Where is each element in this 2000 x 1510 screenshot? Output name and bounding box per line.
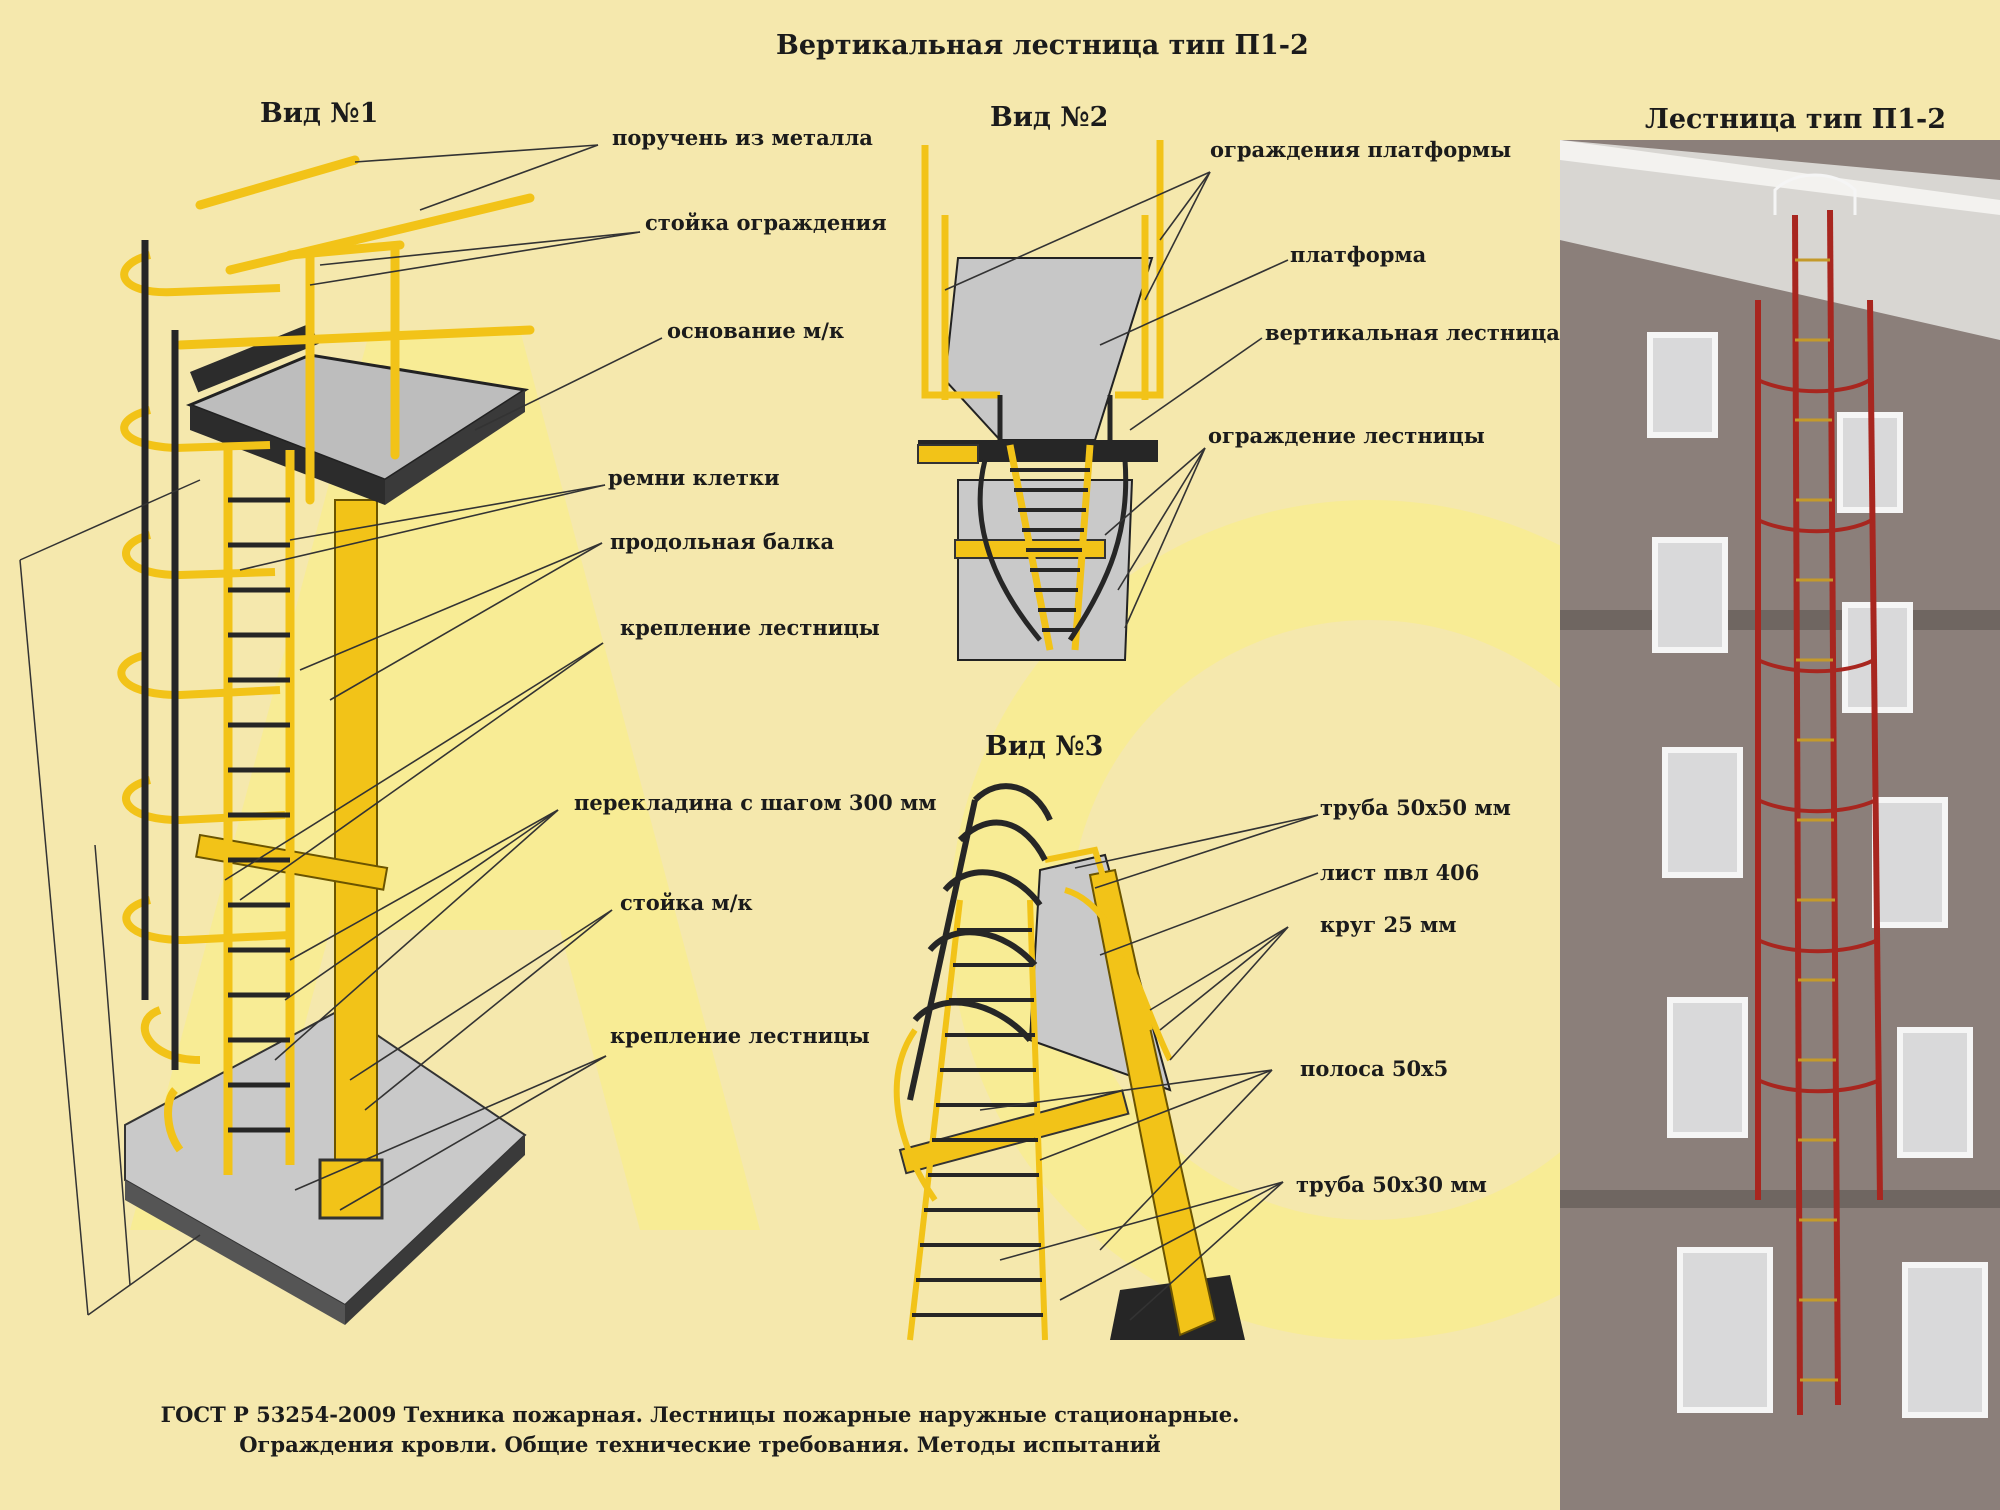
label-longitudinal-beam: продольная балка xyxy=(610,529,835,554)
label-cage-straps: ремни клетки xyxy=(608,465,780,490)
building-photo xyxy=(1560,140,2000,1510)
label-ladder-mount-2: крепление лестницы xyxy=(610,1023,870,1048)
photo-title: Лестница тип П1-2 xyxy=(1645,104,1947,135)
label-sheet-pvl: лист пвл 406 xyxy=(1320,860,1480,885)
label-pipe-50x30: труба 50х30 мм xyxy=(1296,1172,1487,1197)
label-post: стойка м/к xyxy=(620,890,753,915)
page-title: Вертикальная лестница тип П1-2 xyxy=(776,30,1309,61)
footer-line-1: ГОСТ Р 53254-2009 Техника пожарная. Лест… xyxy=(160,1402,1240,1427)
label-guard-post: стойка ограждения xyxy=(645,210,887,235)
view3-title: Вид №3 xyxy=(985,731,1104,762)
view1-title: Вид №1 xyxy=(260,98,379,129)
label-platform: платформа xyxy=(1290,242,1427,267)
view2-title: Вид №2 xyxy=(990,102,1109,133)
label-vertical-ladder: вертикальная лестница xyxy=(1265,320,1560,345)
footer-line-2: Ограждения кровли. Общие технические тре… xyxy=(239,1432,1161,1458)
view1-drawing xyxy=(19,155,535,1325)
label-platform-guards: ограждения платформы xyxy=(1210,137,1512,162)
footer-standard: ГОСТ Р 53254-2009 Техника пожарная. Лест… xyxy=(150,1400,1250,1461)
label-rung-step: перекладина с шагом 300 мм xyxy=(574,790,937,815)
view2-drawing xyxy=(917,140,1164,661)
label-base: основание м/к xyxy=(667,318,845,343)
label-ladder-guard: ограждение лестницы xyxy=(1208,423,1485,448)
view3-drawing xyxy=(893,783,1245,1341)
label-handrail: поручень из металла xyxy=(612,125,873,150)
label-ladder-mount-1: крепление лестницы xyxy=(620,615,880,640)
label-strip-50x5: полоса 50х5 xyxy=(1300,1056,1449,1081)
leader-lines xyxy=(224,144,1319,1321)
label-round-25: круг 25 мм xyxy=(1320,912,1457,937)
label-pipe-50x50: труба 50х50 мм xyxy=(1320,795,1511,820)
